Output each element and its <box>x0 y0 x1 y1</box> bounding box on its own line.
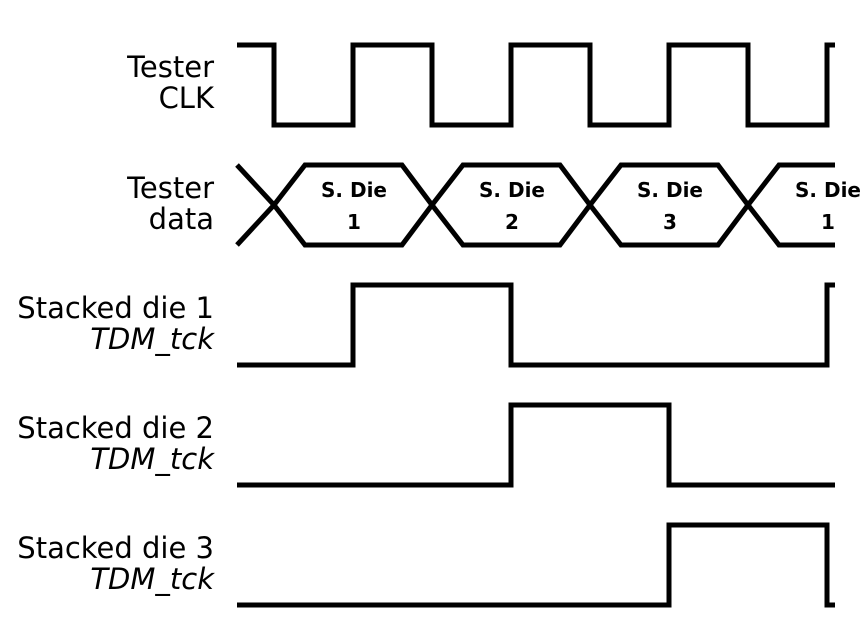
waveform-tester-data: S. Die 1 S. Die 2 S. Die 3 S. Die 1 <box>235 162 861 248</box>
signal-name: Stacked die 2 <box>17 411 214 445</box>
signal-name-line2: CLK <box>158 81 214 115</box>
signal-label-tester-clk: Tester CLK <box>127 52 214 114</box>
data-cell-label: S. Die <box>795 178 861 202</box>
bus-edge-lower <box>235 200 835 248</box>
data-cell-number: 1 <box>347 210 361 234</box>
signal-subname: TDM_tck <box>90 562 214 596</box>
signal-label-tester-data: Tester data <box>127 173 214 235</box>
waveform-stacked-die-3 <box>237 522 835 608</box>
signal-name: Stacked die 3 <box>17 531 214 565</box>
waveform-stacked-die-2 <box>237 402 835 488</box>
data-cell-label: S. Die <box>637 178 703 202</box>
data-cell-label: S. Die <box>479 178 545 202</box>
data-cell-label: S. Die <box>321 178 387 202</box>
signal-label-stacked-die-1: Stacked die 1 TDM_tck <box>17 293 214 355</box>
signal-name: Tester <box>127 171 214 205</box>
signal-subname: TDM_tck <box>90 442 214 476</box>
signal-name: Stacked die 1 <box>17 291 214 325</box>
waveform-tester-clk <box>237 42 835 128</box>
data-cell-number: 1 <box>821 210 835 234</box>
data-cell-number: 3 <box>663 210 677 234</box>
signal-label-stacked-die-2: Stacked die 2 TDM_tck <box>17 413 214 475</box>
signal-name-line2: data <box>148 202 214 236</box>
waveform-stacked-die-1 <box>237 282 835 368</box>
data-cell-number: 2 <box>505 210 519 234</box>
signal-label-stacked-die-3: Stacked die 3 TDM_tck <box>17 533 214 595</box>
signal-subname: TDM_tck <box>90 322 214 356</box>
signal-name: Tester <box>127 50 214 84</box>
